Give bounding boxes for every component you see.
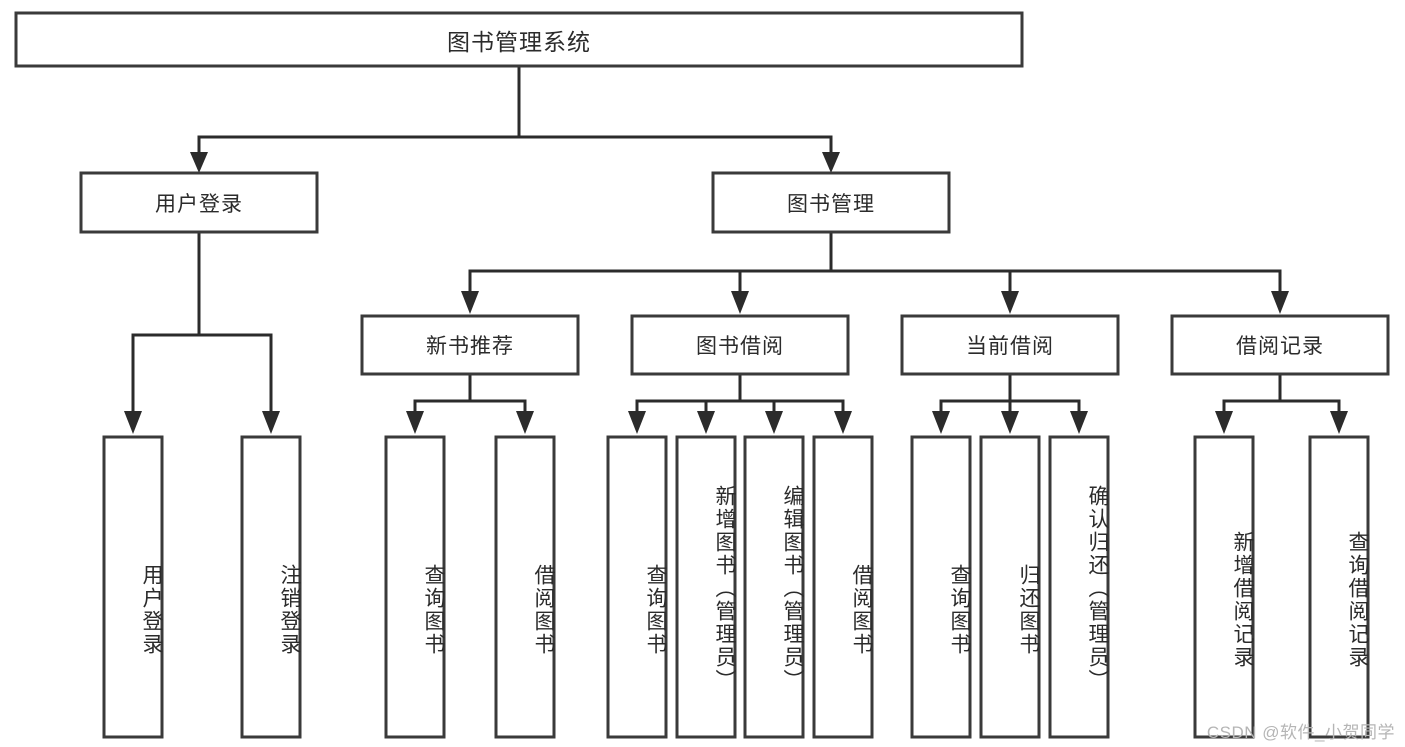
node-box-leaf-rec-borrow-book[interactable] <box>494 435 556 739</box>
arrow-to-current-borrow <box>1001 291 1019 314</box>
arrow-to-book-management <box>822 152 840 173</box>
arrow-leaf-borrow-query-book <box>628 411 646 434</box>
node-box-leaf-add-book[interactable] <box>675 435 737 739</box>
node-box-borrow-record[interactable] <box>1170 314 1390 376</box>
node-box-root[interactable] <box>14 11 1024 68</box>
arrow-leaf-add-borrow-record <box>1215 411 1233 434</box>
arrow-leaf-rec-query-book <box>406 411 424 434</box>
arrow-leaf-query-borrow-record <box>1330 411 1348 434</box>
arrow-leaf-borrow-book <box>834 411 852 434</box>
node-box-leaf-add-borrow-record[interactable] <box>1193 435 1255 739</box>
arrow-leaf-logout <box>262 411 280 434</box>
connector-group <box>124 64 1348 434</box>
node-box-leaf-borrow-book[interactable] <box>812 435 874 739</box>
node-box-leaf-user-login[interactable] <box>102 435 164 739</box>
arrow-leaf-cur-query-book <box>932 411 950 434</box>
node-box-leaf-rec-query-book[interactable] <box>384 435 446 739</box>
arrow-to-user-login <box>190 152 208 173</box>
node-box-book-borrow[interactable] <box>630 314 850 376</box>
node-box-new-book-recommend[interactable] <box>360 314 580 376</box>
node-box-leaf-return-book[interactable] <box>979 435 1041 739</box>
arrow-to-borrow-record <box>1271 291 1289 314</box>
arrow-leaf-user-login <box>124 411 142 434</box>
arrow-leaf-confirm-return <box>1070 411 1088 434</box>
arrow-to-new-book-recommend <box>461 291 479 314</box>
node-box-user-login[interactable] <box>79 171 319 234</box>
node-box-leaf-borrow-query-book[interactable] <box>606 435 668 739</box>
node-box-book-management[interactable] <box>711 171 951 234</box>
arrow-leaf-rec-borrow-book <box>516 411 534 434</box>
node-box-leaf-logout[interactable] <box>240 435 302 739</box>
watermark: CSDN @软件_小贺同学 <box>1206 723 1395 742</box>
arrow-leaf-return-book <box>1001 411 1019 434</box>
arrow-leaf-add-book <box>697 411 715 434</box>
node-box-leaf-edit-book[interactable] <box>743 435 805 739</box>
node-box-leaf-confirm-return[interactable] <box>1048 435 1110 739</box>
arrow-to-book-borrow <box>731 291 749 314</box>
node-box-current-borrow[interactable] <box>900 314 1120 376</box>
box-group <box>14 11 1390 739</box>
node-box-leaf-query-borrow-record[interactable] <box>1308 435 1370 739</box>
arrow-leaf-edit-book <box>765 411 783 434</box>
node-box-leaf-cur-query-book[interactable] <box>910 435 972 739</box>
